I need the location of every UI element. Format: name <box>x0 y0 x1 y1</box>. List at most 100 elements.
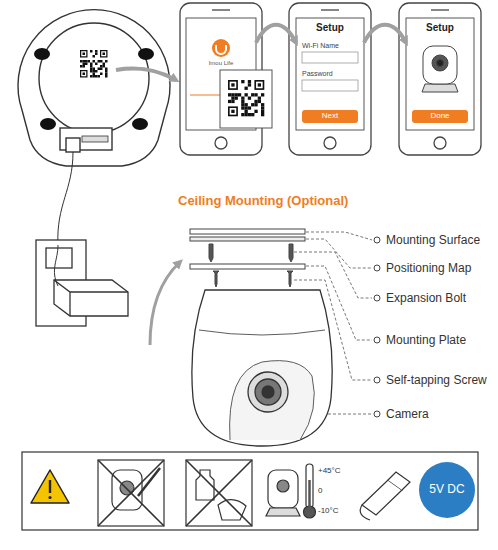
section-title: Ceiling Mounting (Optional) <box>178 193 348 208</box>
leader-dot-part <box>374 411 380 417</box>
mounting-parts-part <box>190 237 305 241</box>
dome-camera <box>192 290 332 446</box>
warning-icon-part <box>31 470 69 503</box>
dome-camera-part <box>192 290 332 446</box>
node-text: 5V DC <box>419 483 475 496</box>
qr-code-part <box>241 97 244 100</box>
temperature-mark: +45°C <box>318 466 341 475</box>
qr-code-part <box>105 60 108 63</box>
input-field <box>302 52 358 91</box>
part-name: Self-tapping Screw <box>386 373 487 387</box>
power-adapter-part <box>54 245 58 286</box>
qr-code-part <box>228 100 231 103</box>
phone-shell-part <box>324 137 336 149</box>
qr-code-part <box>230 82 237 89</box>
camera-base-part <box>18 10 170 166</box>
phone-shell-part <box>212 9 230 10</box>
node-text: Next <box>302 112 358 121</box>
qr-code-part <box>90 70 93 73</box>
qr-code-part <box>231 110 234 113</box>
qr-code-part <box>254 100 257 103</box>
leader-dot-part <box>374 237 380 243</box>
phone-shell-part <box>434 137 446 149</box>
phone-shell-part <box>321 9 339 10</box>
part-name: Camera <box>386 407 429 421</box>
input-field-part <box>302 80 358 91</box>
temperature-icon <box>266 464 316 518</box>
qr-code-part <box>90 75 93 78</box>
phone-shell-part <box>215 137 227 149</box>
qr-code-part <box>98 75 101 78</box>
qr-code-part <box>93 70 96 73</box>
no-disassembly-icon-part <box>98 460 164 526</box>
flow-arrow <box>256 25 296 43</box>
qr-code-part <box>245 110 248 113</box>
qr-code-part <box>100 73 103 76</box>
qr-code-part <box>258 97 261 100</box>
phone-shell-part <box>406 18 474 130</box>
no-disassembly-icon-part <box>98 460 164 526</box>
camera-base-part <box>132 118 148 130</box>
leader-dot <box>374 237 380 417</box>
temperature-icon-part <box>268 470 298 508</box>
qr-code-part <box>258 83 261 86</box>
part-name: Expansion Bolt <box>386 291 466 305</box>
qr-code-part <box>245 106 248 109</box>
temperature-icon-part <box>277 480 289 492</box>
node-text: Done <box>412 112 468 121</box>
temperature-icon-part <box>308 480 311 508</box>
qr-code-part <box>98 68 101 71</box>
qr-code-part <box>90 50 93 53</box>
qr-code-part <box>83 53 86 56</box>
qr-code-part <box>93 75 96 78</box>
qr-code-part <box>105 70 108 73</box>
qr-code-part <box>238 93 241 96</box>
qr-code-part <box>245 103 248 106</box>
qr-code-part <box>241 100 244 103</box>
qr-code-part <box>228 106 238 116</box>
qr-code-part <box>100 68 103 71</box>
no-disassembly-icon <box>98 460 164 526</box>
qr-code-part <box>90 63 93 66</box>
qr-code-part <box>241 106 244 109</box>
qr-code-part <box>235 93 238 96</box>
qr-code-part <box>80 50 88 58</box>
part-name: Positioning Map <box>386 261 471 275</box>
qr-code-part <box>85 60 88 63</box>
power-adapter-part <box>54 280 128 316</box>
warning-icon <box>31 470 69 503</box>
qr-code-part <box>95 70 98 73</box>
camera-picture-part <box>437 60 444 67</box>
qr-code-part <box>231 93 234 96</box>
input-field-part <box>302 52 358 63</box>
dome-camera-part <box>248 372 288 412</box>
phone-screen: SetupWi-Fi NamePasswordNext <box>296 18 364 130</box>
warning-icon-part <box>49 480 51 493</box>
qr-code-part <box>261 103 264 106</box>
node-text: Setup <box>406 22 474 33</box>
power-adapter-part <box>58 152 73 245</box>
qr-code-part <box>95 75 98 78</box>
qr-code-part <box>85 63 88 66</box>
part-name: Mounting Plate <box>386 333 466 347</box>
qr-code-part <box>231 100 234 103</box>
mounting-parts-part <box>209 244 213 262</box>
temperature-icon-part <box>306 464 313 508</box>
qr-code-part <box>251 103 254 106</box>
power-adapter-part <box>54 280 128 316</box>
qr-code-part <box>254 110 257 113</box>
leader-line-part <box>328 414 372 415</box>
qr-code-part <box>80 60 83 63</box>
qr-code-part <box>228 93 231 96</box>
qr-code-part <box>81 51 86 56</box>
camera-picture-part <box>432 55 448 71</box>
qr-code-part <box>80 65 83 68</box>
leader-dot-part <box>374 377 380 383</box>
phone-screen: Imou Life <box>186 18 256 130</box>
qr-code-part <box>103 53 106 56</box>
no-chemical-cleaning-icon-part <box>218 500 246 520</box>
qr-code-part <box>90 68 93 71</box>
qr-code-part <box>231 97 234 100</box>
dome-camera-part <box>262 386 274 398</box>
